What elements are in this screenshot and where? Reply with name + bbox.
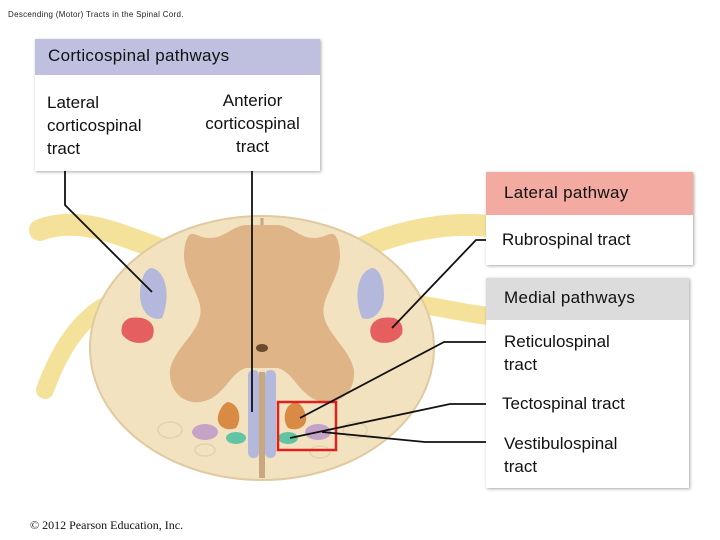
- rubrospinal-tract-left: [121, 317, 154, 343]
- anterior-corticospinal-label: Anterior corticospinal tract: [205, 91, 300, 156]
- leader-tectospinal: [289, 403, 500, 439]
- medial-pathways-box: Medial pathways Reticulospinal tract Tec…: [486, 278, 689, 488]
- rubrospinal-label: Rubrospinal tract: [502, 230, 631, 249]
- leader-vestibulospinal: [321, 431, 500, 443]
- corticospinal-box: Corticospinal pathways Lateral corticosp…: [35, 39, 320, 171]
- lateral-pathway-box: Lateral pathway Rubrospinal tract: [486, 172, 693, 265]
- gray-matter: [169, 225, 355, 403]
- central-canal: [256, 344, 268, 352]
- rubrospinal-tract-right: [370, 317, 403, 343]
- reticulospinal-label: Reticulospinal tract: [504, 332, 610, 374]
- copyright-notice: © 2012 Pearson Education, Inc.: [30, 518, 184, 532]
- medial-pathways-heading: Medial pathways: [504, 288, 636, 307]
- tectospinal-tract-right: [278, 432, 298, 444]
- lateral-pathway-header: Lateral pathway: [486, 172, 693, 215]
- highlight-box: [276, 400, 338, 452]
- lateral-corticospinal-tract-left: [140, 268, 167, 319]
- lateral-corticospinal-tract-right: [357, 268, 384, 319]
- medial-pathways-header: Medial pathways: [486, 278, 689, 320]
- lateral-corticospinal-label: Lateral corticospinal tract: [47, 93, 142, 158]
- slide-title: Descending (Motor) Tracts in the Spinal …: [8, 10, 184, 19]
- reticulospinal-tract-right: [284, 402, 307, 430]
- leader-reticulospinal: [299, 341, 500, 419]
- vestibulospinal-label: Vestibulospinal tract: [504, 434, 618, 476]
- leader-lines: [64, 164, 500, 443]
- leader-lateral-corticospinal: [64, 166, 153, 293]
- tectospinal-tract-left: [226, 432, 246, 444]
- lateral-pathway-heading: Lateral pathway: [504, 183, 629, 202]
- anterior-corticospinal-tract-right: [265, 370, 276, 458]
- tectospinal-label: Tectospinal tract: [502, 394, 625, 413]
- anterior-corticospinal-tract-left: [248, 370, 259, 458]
- corticospinal-heading: Corticospinal pathways: [48, 46, 230, 65]
- vestibulospinal-tract-left: [192, 424, 218, 440]
- corticospinal-header: Corticospinal pathways: [35, 39, 320, 75]
- reticulospinal-tract-left: [217, 402, 240, 430]
